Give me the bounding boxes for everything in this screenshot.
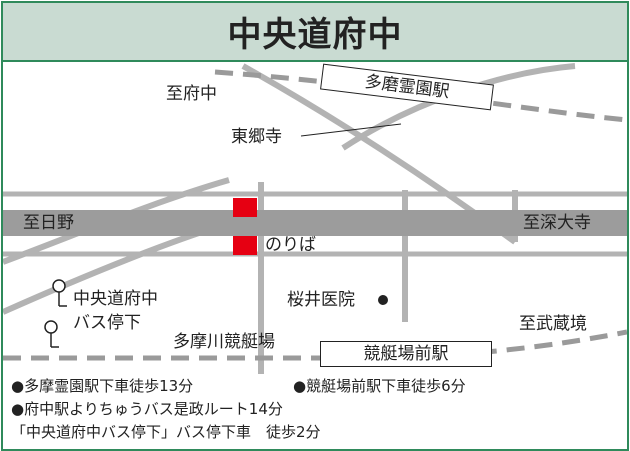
access-map: 至府中 多磨霊園駅 東郷寺 至日野 至深大寺 のりば 中央道府中 バス停下 桜井…: [3, 62, 627, 374]
keio-line: [3, 329, 627, 361]
label-tokyoji: 東郷寺: [231, 127, 282, 147]
label-kyoteijo-mae-station: 競艇場前駅: [320, 341, 492, 367]
footer-line3: 「中央道府中バス停下」バス停下車 徒歩2分: [11, 423, 321, 441]
map-title: 中央道府中: [227, 15, 403, 55]
label-to-hino: 至日野: [23, 213, 74, 233]
bus-stop-pole-icon-1: [52, 279, 67, 307]
bus-stop-pole-icon-2: [44, 320, 59, 348]
footer-line1a: ●多摩霊園駅下車徒歩13分: [11, 377, 194, 395]
bus-stop-marker-north: [233, 198, 257, 217]
label-sakurai-clinic: 桜井医院: [287, 290, 355, 310]
clinic-dot-icon: [378, 295, 388, 305]
chuo-expressway: [3, 210, 627, 236]
label-to-jindaiji: 至深大寺: [523, 213, 591, 233]
label-to-musashi-sakai: 至武蔵境: [519, 314, 587, 334]
map-header: 中央道府中: [3, 3, 627, 62]
bus-stop-marker-south: [233, 236, 257, 255]
label-tamagawa-kyoteijo: 多摩川競艇場: [173, 332, 275, 352]
label-to-fuchu: 至府中: [166, 84, 217, 104]
tokyoji-leader-line: [300, 123, 402, 137]
footer-line1b: ●競艇場前駅下車徒歩6分: [293, 377, 466, 395]
label-noriba: のりば: [265, 235, 316, 255]
label-bus-stop-line1: 中央道府中: [73, 289, 158, 309]
footer-line2: ●府中駅よりちゅうバス是政ルート14分: [11, 400, 283, 418]
label-bus-stop-line2: バス停下: [73, 313, 141, 333]
